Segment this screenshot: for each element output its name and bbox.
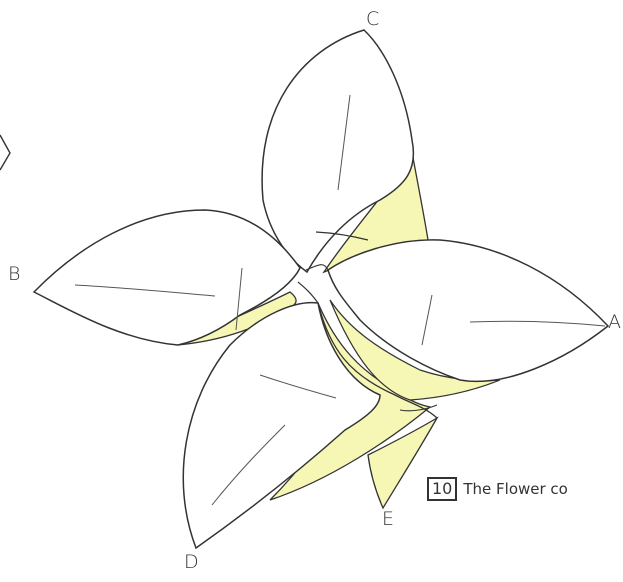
point-label-e: E — [382, 510, 394, 529]
step-number-box: 10 — [427, 477, 457, 501]
point-label-b: B — [8, 265, 20, 284]
crease-line — [298, 282, 318, 303]
point-label-a: A — [608, 313, 621, 332]
point-label-d: D — [184, 553, 199, 572]
step-caption-text: The Flower co — [463, 480, 568, 498]
arrow-fragment — [0, 135, 10, 170]
point-label-c: C — [366, 10, 379, 29]
step-caption: 10 The Flower co — [427, 477, 568, 501]
